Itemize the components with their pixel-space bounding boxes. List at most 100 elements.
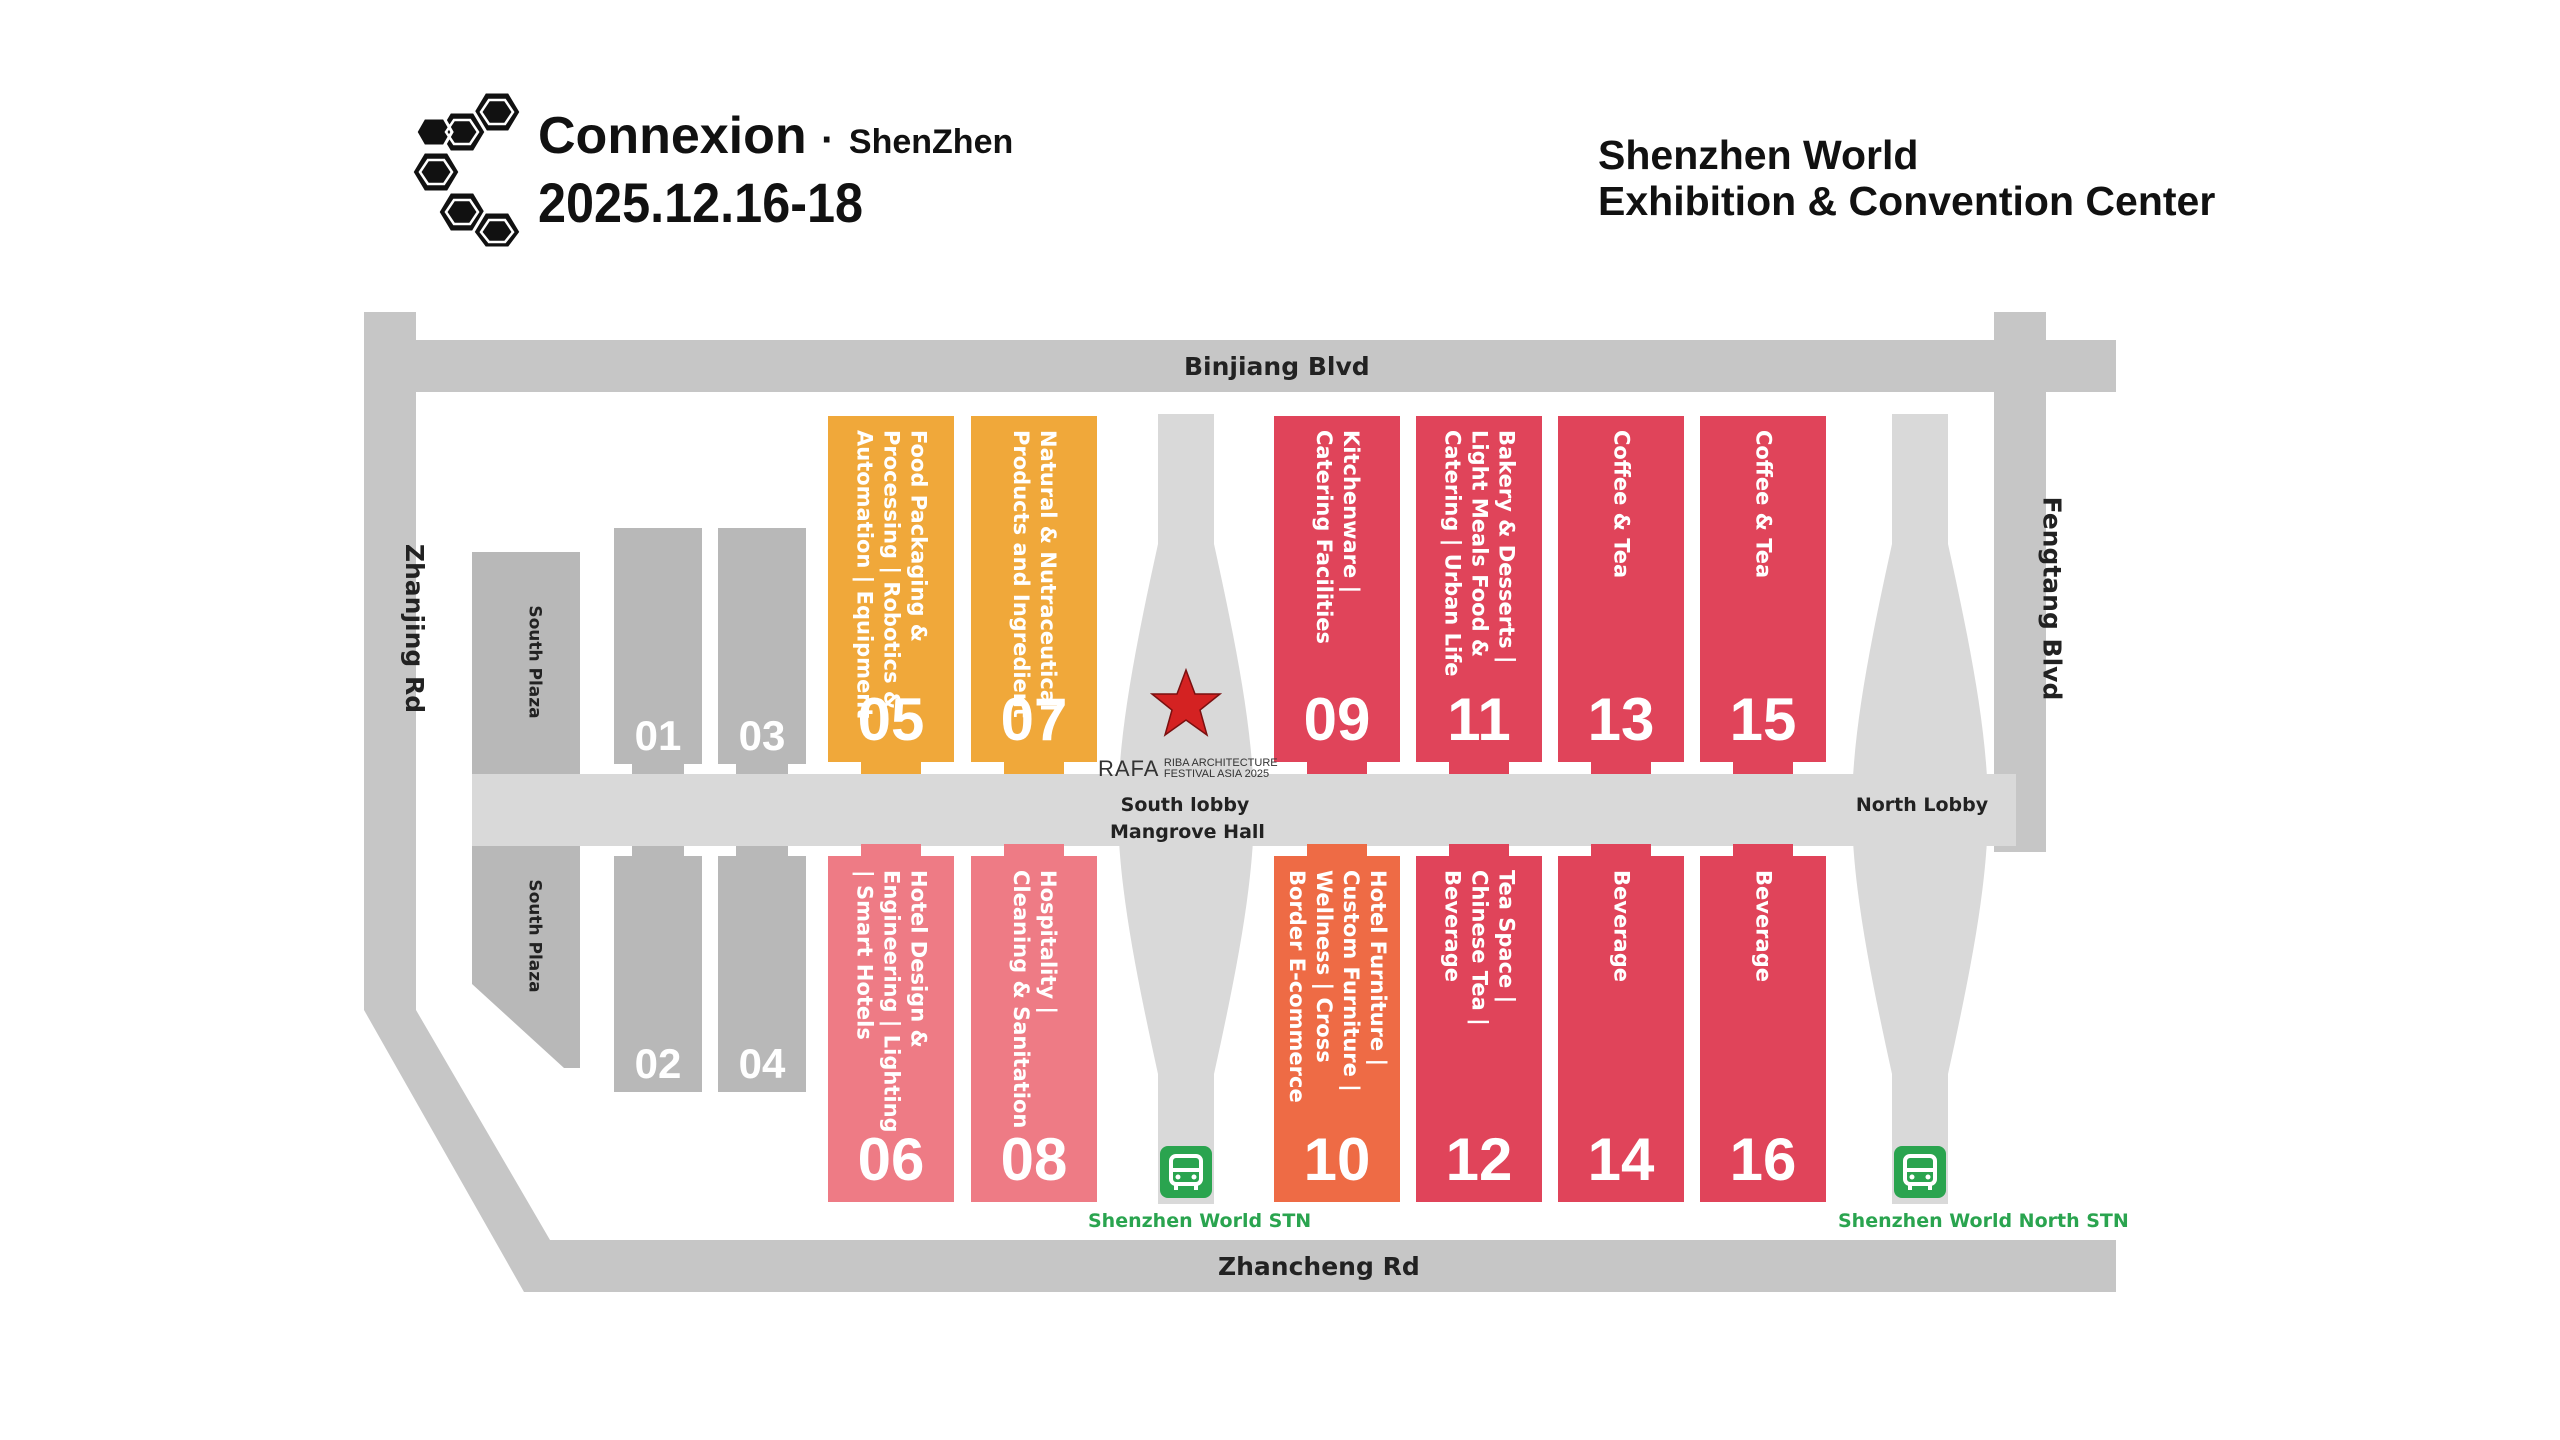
hall-09[interactable]: Kitchenware |Catering Facilities 09 bbox=[1274, 416, 1400, 774]
hall-02[interactable]: 02 bbox=[614, 856, 702, 1092]
hall-11-connector bbox=[1449, 762, 1509, 774]
hall-11-number: 11 bbox=[1447, 686, 1511, 753]
hall-10[interactable]: Hotel Furniture |Custom Furniture |Welln… bbox=[1274, 844, 1400, 1202]
connector-01 bbox=[632, 764, 684, 774]
hall-category-line: Catering | Urban Life bbox=[1440, 430, 1465, 677]
south-plaza-north bbox=[472, 552, 580, 774]
hall-02-number: 02 bbox=[634, 1040, 682, 1087]
hall-category-line: Coffee & Tea bbox=[1609, 430, 1634, 579]
hall-category-line: Products and Ingredient bbox=[1009, 430, 1033, 718]
hall-category-line: Chinese Tea | bbox=[1467, 870, 1492, 1026]
hall-07-number: 07 bbox=[1000, 686, 1068, 753]
rafa-line-1: RIBA ARCHITECTURE bbox=[1163, 757, 1278, 769]
north-station-label: Shenzhen World North STN bbox=[1838, 1210, 2129, 1232]
hall-09-number: 09 bbox=[1303, 686, 1371, 753]
hexagon-logo-icon bbox=[410, 90, 523, 250]
hall-category-line: Processing | Robotics & bbox=[879, 430, 904, 710]
road-zhancheng-label: Zhancheng Rd bbox=[1218, 1252, 1420, 1281]
hall-category-line: Beverage bbox=[1609, 870, 1634, 982]
hall-14-category: Beverage bbox=[1608, 870, 1635, 982]
hall-13-connector bbox=[1591, 762, 1651, 774]
south-plaza-south-label: South Plaza bbox=[524, 879, 545, 993]
hall-category-line: Hospitality | bbox=[1036, 870, 1060, 1015]
star-marker-icon bbox=[1150, 668, 1222, 737]
hall-category-line: Tea Space | bbox=[1494, 870, 1519, 1004]
hall-05-category: Food Packaging &Processing | Robotics &A… bbox=[851, 430, 932, 718]
bus-station-icon[interactable] bbox=[1894, 1146, 1946, 1198]
hall-08-number: 08 bbox=[1000, 1126, 1068, 1193]
hall-16-number: 16 bbox=[1729, 1126, 1797, 1193]
rafa-logo: RAFA RIBA ARCHITECTURE FESTIVAL ASIA 202… bbox=[1098, 756, 1278, 782]
south-plaza-north-label: South Plaza bbox=[524, 605, 545, 719]
hall-12[interactable]: Tea Space |Chinese Tea |Beverage 12 bbox=[1416, 844, 1542, 1202]
hall-06-number: 06 bbox=[857, 1126, 925, 1193]
rafa-line-2: FESTIVAL ASIA 2025 bbox=[1163, 768, 1270, 780]
hall-06-category: Hotel Design &Engineering | Lighting| Sm… bbox=[851, 870, 932, 1133]
hall-12-category: Tea Space |Chinese Tea |Beverage bbox=[1439, 870, 1520, 1026]
hall-13-number: 13 bbox=[1587, 686, 1655, 753]
hall-05-number: 05 bbox=[857, 686, 925, 753]
hall-category-line: Light Meals Food & bbox=[1467, 430, 1492, 658]
hall-12-number: 12 bbox=[1445, 1126, 1513, 1193]
hall-08-category: Hospitality |Cleaning & Sanitation bbox=[1007, 870, 1061, 1128]
brand-title: Connexion bbox=[538, 107, 807, 165]
hall-category-line: Food Packaging & bbox=[906, 430, 931, 643]
south-station-label: Shenzhen World STN bbox=[1088, 1210, 1312, 1232]
hall-category-line: Kitchenware | bbox=[1339, 430, 1363, 594]
hall-11[interactable]: Bakery & Desserts |Light Meals Food &Cat… bbox=[1416, 416, 1542, 774]
connector-04 bbox=[736, 846, 788, 856]
south-lobby-line-1: South lobby bbox=[1120, 794, 1250, 816]
hall-04[interactable]: 04 bbox=[718, 856, 806, 1092]
hall-05[interactable]: Food Packaging &Processing | Robotics &A… bbox=[828, 416, 954, 774]
rafa-mark: RAFA bbox=[1098, 756, 1160, 781]
road-zhancheng bbox=[525, 1240, 2116, 1292]
hall-category-line: Cleaning & Sanitation bbox=[1009, 870, 1033, 1129]
road-fengtang bbox=[1994, 312, 2046, 852]
hall-08-connector bbox=[1004, 844, 1064, 856]
hall-category-line: Natural & Nutraceutical bbox=[1036, 430, 1060, 712]
south-lobby-label: South lobby Mangrove Hall bbox=[1110, 792, 1265, 846]
road-zhanjing bbox=[364, 312, 550, 1292]
hall-10-number: 10 bbox=[1303, 1126, 1371, 1193]
hall-category-line: Coffee & Tea bbox=[1751, 430, 1776, 579]
hall-category-line: Engineering | Lighting bbox=[879, 870, 904, 1133]
hall-13[interactable]: Coffee & Tea 13 bbox=[1558, 416, 1684, 774]
road-binjiang-label: Binjiang Blvd bbox=[1184, 352, 1370, 381]
south-plaza-south bbox=[472, 846, 580, 1068]
hall-03[interactable]: 03 bbox=[718, 528, 806, 764]
north-lobby-label: North Lobby bbox=[1855, 794, 1989, 816]
road-fengtang-label: Fengtang Blvd bbox=[2037, 496, 2067, 701]
hall-category-line: Beverage bbox=[1440, 870, 1465, 982]
bus-station-icon[interactable] bbox=[1160, 1146, 1212, 1198]
road-binjiang bbox=[364, 340, 2116, 392]
venue-line-1: Shenzhen World bbox=[1598, 132, 1919, 178]
south-lobby-hall bbox=[1118, 414, 1254, 1204]
hall-category-line: Bakery & Desserts | bbox=[1494, 430, 1519, 664]
connector-03 bbox=[736, 764, 788, 774]
brand-name: Connexion · ShenZhen bbox=[538, 106, 1013, 166]
rafa-subtitle: RIBA ARCHITECTURE FESTIVAL ASIA 2025 bbox=[1164, 758, 1278, 780]
hall-14-connector bbox=[1591, 844, 1651, 856]
brand-city: ShenZhen bbox=[848, 123, 1014, 161]
hall-11-category: Bakery & Desserts |Light Meals Food &Cat… bbox=[1439, 430, 1520, 677]
hall-category-line: Automation | Equipment bbox=[852, 430, 877, 719]
hall-16-category: Beverage bbox=[1750, 870, 1777, 982]
hall-01[interactable]: 01 bbox=[614, 528, 702, 764]
hall-16[interactable]: Beverage 16 bbox=[1700, 844, 1826, 1202]
hall-09-category: Kitchenware |Catering Facilities bbox=[1310, 430, 1364, 644]
hall-14[interactable]: Beverage 14 bbox=[1558, 844, 1684, 1202]
hall-category-line: Custom Furniture | bbox=[1339, 870, 1363, 1092]
hall-12-connector bbox=[1449, 844, 1509, 856]
hall-15-connector bbox=[1733, 762, 1793, 774]
hall-14-number: 14 bbox=[1587, 1126, 1655, 1193]
brand-separator: · bbox=[821, 118, 835, 162]
hall-06[interactable]: Hotel Design &Engineering | Lighting| Sm… bbox=[828, 844, 954, 1202]
hall-category-line: Hotel Design & bbox=[906, 870, 931, 1048]
south-lobby-line-2: Mangrove Hall bbox=[1110, 821, 1265, 843]
hall-category-line: Border E-commerce bbox=[1285, 870, 1309, 1103]
hall-category-line: Beverage bbox=[1751, 870, 1776, 982]
